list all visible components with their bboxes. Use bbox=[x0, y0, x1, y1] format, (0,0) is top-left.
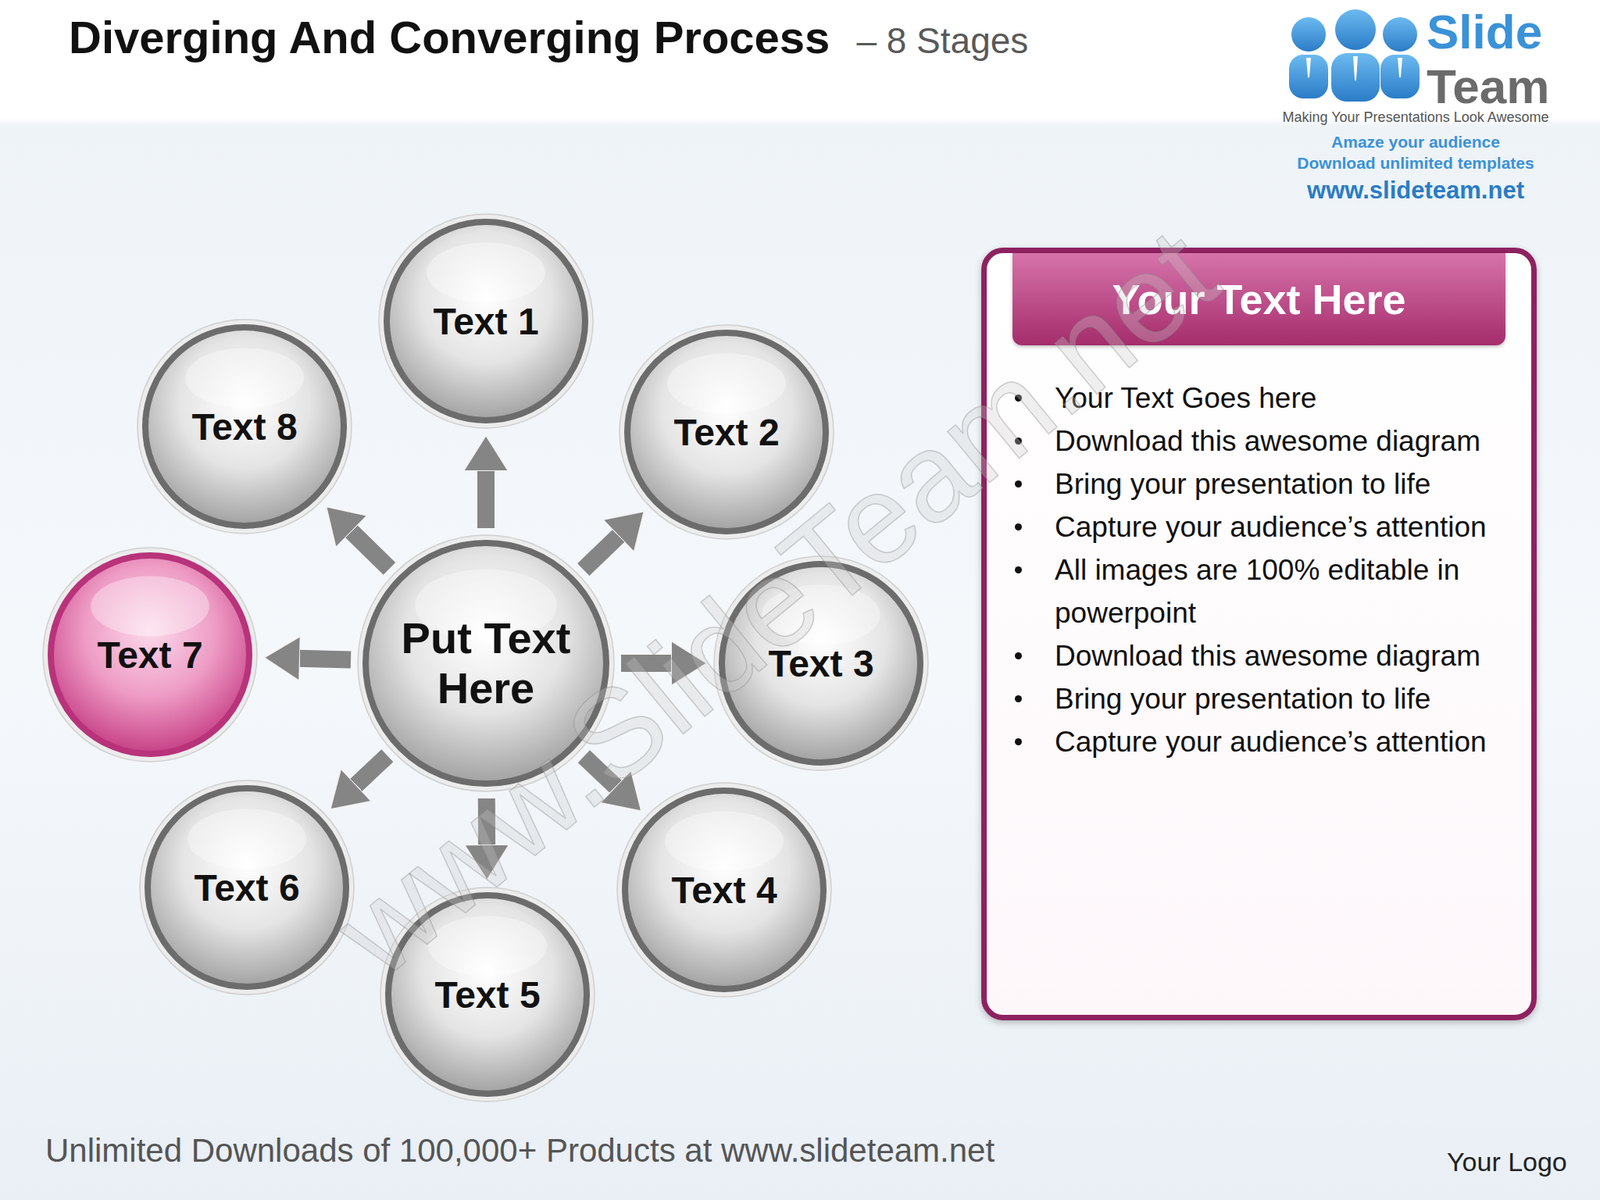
title-row: Diverging And Converging Process – 8 Stag… bbox=[68, 10, 1029, 64]
slide-title: Diverging And Converging Process bbox=[68, 10, 830, 64]
bullet-dot bbox=[1014, 695, 1022, 703]
bullet-row: Download this awesome diagram bbox=[986, 634, 1513, 678]
bullet-dot bbox=[1014, 523, 1022, 531]
node-label: Text 5 bbox=[434, 973, 540, 1017]
logo-url: www.slideteam.net bbox=[1259, 178, 1572, 203]
node-label: Text 8 bbox=[191, 405, 297, 449]
diverging-arrow bbox=[477, 469, 495, 529]
bullet-text: All images are 100% editable in powerpoi… bbox=[1054, 548, 1513, 635]
bullet-row: Bring your presentation to life bbox=[986, 462, 1513, 506]
stage-circle: Text 1 bbox=[378, 213, 594, 429]
bullet-dot bbox=[1014, 566, 1022, 574]
stage-circle: Text 8 bbox=[136, 318, 353, 535]
node-label: Text 7 bbox=[96, 633, 203, 677]
bullet-text: Capture your audience’s attention bbox=[1054, 505, 1487, 549]
diverging-arrow bbox=[583, 756, 617, 788]
logo-people-icon bbox=[1281, 6, 1430, 104]
logo-word: Slide bbox=[1426, 7, 1543, 57]
logo-slogan: Download unlimited templates bbox=[1259, 154, 1572, 172]
logo-placeholder: Your Logo bbox=[1446, 1148, 1568, 1175]
diverging-arrow bbox=[478, 798, 496, 847]
bullet-row: All images are 100% editable in powerpoi… bbox=[986, 548, 1513, 635]
stage-circle: Text 6 bbox=[139, 779, 355, 996]
highlight-circle: Text 7 bbox=[42, 546, 258, 763]
diverging-arrow bbox=[583, 535, 620, 570]
bullet-text: Bring your presentation to life bbox=[1054, 677, 1431, 721]
diverging-arrow bbox=[355, 755, 388, 786]
logo-word: Team bbox=[1426, 62, 1550, 111]
diverging-arrow bbox=[350, 530, 390, 569]
subtitle: – 8 Stages bbox=[856, 19, 1029, 62]
stage-circle: Text 4 bbox=[616, 782, 833, 998]
bullet-row: Capture your audience’s attention bbox=[986, 720, 1513, 764]
logo-tagline: Making Your Presentations Look Awesome bbox=[1259, 110, 1572, 125]
bullet-dot bbox=[1014, 738, 1022, 746]
footer-note: Unlimited Downloads of 100,000+ Products… bbox=[45, 1134, 995, 1168]
bullet-text: Capture your audience’s attention bbox=[1054, 720, 1487, 764]
bullet-row: Bring your presentation to life bbox=[986, 677, 1513, 721]
node-label: Text 4 bbox=[671, 868, 777, 912]
diverging-arrow bbox=[621, 654, 673, 672]
node-label: Text 1 bbox=[432, 300, 539, 343]
node-label: Text 6 bbox=[193, 866, 300, 910]
logo-slogan: Amaze your audience bbox=[1259, 133, 1572, 150]
bullet-dot bbox=[1014, 652, 1022, 660]
bullet-row: Capture your audience’s attention bbox=[986, 505, 1513, 549]
node-label: Text 2 bbox=[673, 410, 779, 454]
bullet-text: Download this awesome diagram bbox=[1054, 419, 1481, 463]
diverging-arrow bbox=[298, 658, 351, 661]
bullet-text: Download this awesome diagram bbox=[1054, 634, 1481, 678]
bullet-text: Bring your presentation to life bbox=[1054, 462, 1431, 506]
